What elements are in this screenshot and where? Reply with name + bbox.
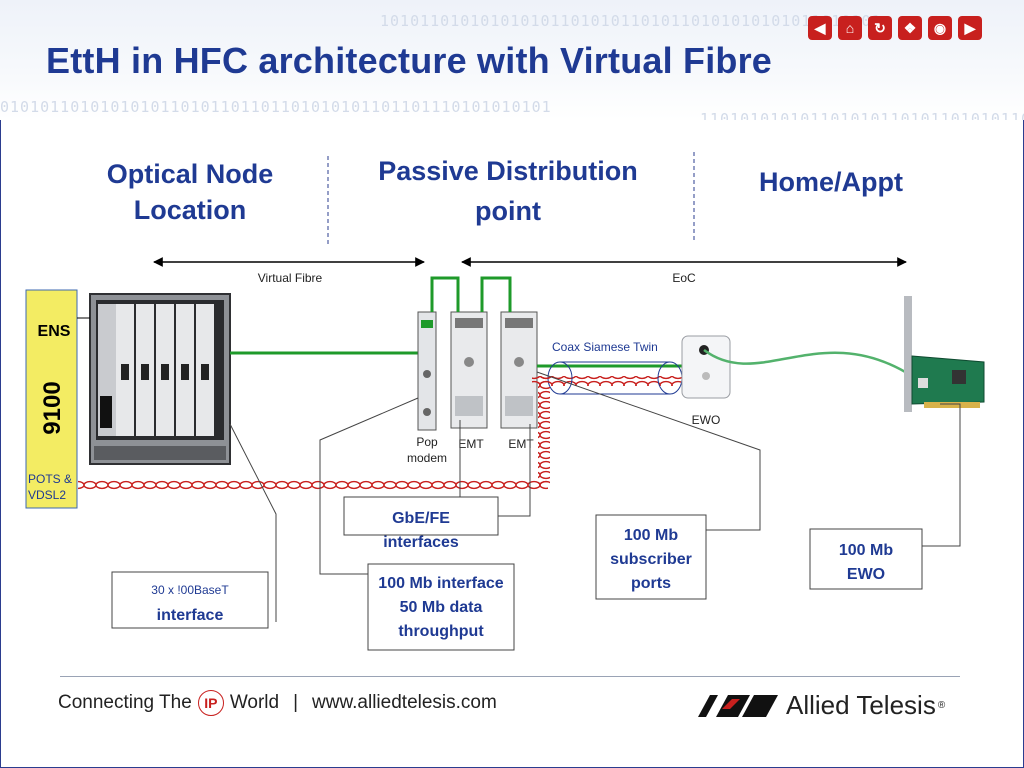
- emt-label: EMT: [458, 437, 484, 451]
- column-header-home: Home/Appt: [759, 167, 903, 197]
- tagline-text: World: [229, 692, 280, 713]
- ethernet-cable: [703, 348, 913, 378]
- leader-line: [536, 371, 761, 531]
- header-band: 0101011010101010110101101101101010101101…: [0, 0, 1024, 120]
- box-line: subscriber: [610, 551, 692, 568]
- box-line: throughput: [398, 623, 484, 640]
- footer-divider: [60, 676, 960, 677]
- leader-line: [319, 397, 419, 575]
- 100baset-box: 30 x !00BaseT interface: [111, 571, 269, 629]
- back-icon[interactable]: ◀: [808, 16, 832, 40]
- emt-device: [450, 311, 488, 429]
- binary-decoration: 110101010101101010110101101010110: [700, 110, 1024, 120]
- ens-model-label: 9100: [39, 381, 66, 434]
- pop-modem-label: modem: [407, 451, 447, 465]
- coax-label: Coax Siamese Twin: [552, 340, 658, 354]
- ens-label: ENS: [38, 323, 71, 340]
- brand-logo: Allied Telesis ®: [698, 690, 945, 721]
- box-line: 50 Mb data: [400, 599, 483, 616]
- emt-device: [500, 311, 538, 429]
- gbe-fe-box: GbE/FE interfaces: [343, 496, 499, 551]
- twisted-pair-cable: [538, 376, 550, 486]
- network-card: [904, 296, 985, 412]
- wifi-icon[interactable]: ❖: [898, 16, 922, 40]
- box-line: ports: [631, 575, 671, 592]
- tagline-text: Connecting The: [58, 692, 192, 713]
- header-line: Location: [134, 195, 247, 225]
- fibre-jumper: [430, 276, 460, 312]
- registered-mark: ®: [937, 700, 946, 711]
- pots-label: POTS &: [28, 472, 72, 486]
- ewo-box: 100 Mb EWO: [809, 528, 923, 590]
- footer-separator: |: [293, 692, 299, 713]
- box-line: GbE/FE: [392, 510, 450, 527]
- reload-icon[interactable]: ↻: [868, 16, 892, 40]
- box-line: interface: [157, 607, 224, 624]
- leader-line: [229, 423, 277, 622]
- box-line: 100 Mb: [839, 542, 893, 559]
- pop-modem-device: [417, 311, 437, 431]
- footer-tagline: Connecting The IP World | www.alliedtele…: [58, 690, 497, 716]
- forward-icon[interactable]: ▶: [958, 16, 982, 40]
- spiral-icon[interactable]: ◉: [928, 16, 952, 40]
- ens-chassis: [89, 293, 231, 465]
- binary-decoration: 1010110101010101011010101101011010101010…: [380, 12, 882, 30]
- box-line: 100 Mb interface: [378, 575, 503, 592]
- twisted-pair-cable: [78, 480, 548, 490]
- box-line: 100 Mb: [624, 527, 678, 544]
- header-line: Passive Distribution: [378, 156, 638, 186]
- eoc-label: EoC: [672, 271, 696, 285]
- binary-decoration: 0101011010101010110101101101101010101101…: [0, 98, 552, 116]
- vdsl2-label: VDSL2: [28, 488, 66, 502]
- header-line: point: [475, 196, 541, 226]
- ip-logo-icon: IP: [197, 690, 224, 716]
- ewo-label: EWO: [692, 413, 721, 427]
- subscriber-ports-box: 100 Mb subscriber ports: [595, 514, 707, 600]
- allied-telesis-logo-icon: [698, 694, 778, 717]
- column-header-passive-distribution: Passive Distribution point: [378, 156, 638, 226]
- footer-url[interactable]: www.alliedtelesis.com: [312, 692, 497, 713]
- nav-icons: ◀ ⌂ ↻ ❖ ◉ ▶: [808, 16, 982, 40]
- 100mb-interface-box: 100 Mb interface 50 Mb data throughput: [367, 563, 515, 651]
- box-line: 30 x !00BaseT: [151, 583, 229, 597]
- home-icon[interactable]: ⌂: [838, 16, 862, 40]
- slide-title: EttH in HFC architecture with Virtual Fi…: [46, 40, 773, 81]
- box-line: EWO: [847, 566, 885, 583]
- ewo-device: [681, 335, 731, 399]
- leader-line: [922, 403, 961, 547]
- column-header-optical-node: Optical Node Location: [107, 159, 274, 225]
- fibre-jumper: [480, 276, 512, 312]
- ens-panel: [25, 289, 78, 509]
- virtual-fibre-label: Virtual Fibre: [258, 271, 323, 285]
- brand-name: Allied Telesis: [786, 690, 936, 720]
- pop-modem-label: Pop: [416, 435, 438, 449]
- twisted-pair-cable: [532, 376, 696, 386]
- header-line: Optical Node: [107, 159, 274, 189]
- emt-label: EMT: [508, 437, 534, 451]
- box-line: interfaces: [383, 534, 459, 551]
- leader-line: [498, 424, 531, 517]
